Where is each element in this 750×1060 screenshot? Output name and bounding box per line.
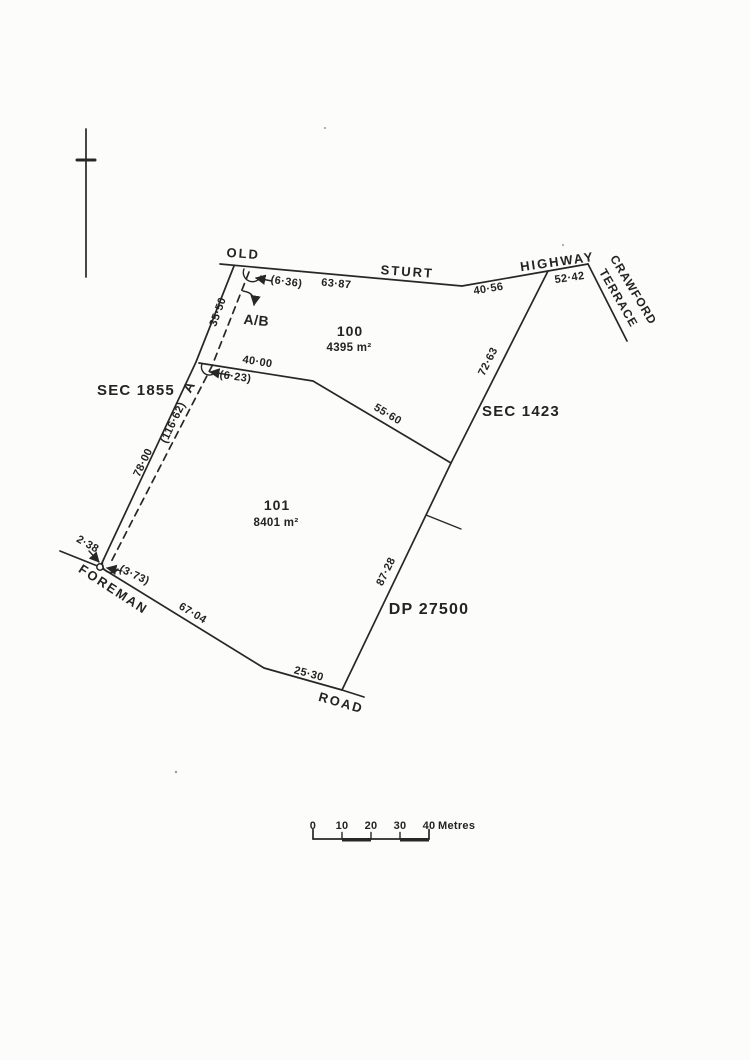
west-boundary-dashed-line <box>109 271 250 565</box>
crawford-terrace-line <box>587 263 628 342</box>
east-boundary-line <box>341 270 549 691</box>
dim-offset-6-36: (6·36) <box>270 274 303 290</box>
scale-unit-label: Metres <box>438 820 475 832</box>
scale-bar: 0 10 20 30 40 Metres <box>310 820 475 842</box>
scan-speck <box>174 770 178 774</box>
west-boundary-solid-line <box>99 265 235 568</box>
east-side-tick-line <box>425 514 462 530</box>
annotation-arcs-arrows <box>88 268 273 576</box>
offset-arrow-6-23 <box>208 368 231 379</box>
scan-speck <box>562 244 564 246</box>
dim-offset-3-73: (3·73) <box>117 563 151 587</box>
scale-label-30: 30 <box>394 820 407 832</box>
point-label-ab: A/B <box>243 311 270 329</box>
margin-registration-mark <box>75 128 97 278</box>
dim-offset-6-23: (6·23) <box>219 369 252 385</box>
boundary-lines <box>59 263 628 698</box>
scale-label-10: 10 <box>336 820 349 832</box>
section-label-1855: SEC 1855 <box>97 382 175 399</box>
dim-40-56: 40·56 <box>473 281 505 298</box>
dim-2-38: 2·38 <box>74 533 100 555</box>
dim-40-00: 40·00 <box>242 354 274 371</box>
section-label-1423: SEC 1423 <box>482 403 560 420</box>
street-label-highway: HIGHWAY <box>519 249 595 274</box>
lot-101-area: 8401 m² <box>254 517 299 529</box>
scale-label-40: 40 <box>423 820 436 832</box>
dp-number-label: DP 27500 <box>389 601 469 618</box>
offset-arrow-6-36 <box>254 274 273 285</box>
dim-35-50: 35·50 <box>207 296 229 328</box>
street-labels: OLD STURT HIGHWAY CRAWFORD TERRACE FOREM… <box>76 245 660 716</box>
street-label-road: ROAD <box>317 689 366 716</box>
dim-87-28: 87·28 <box>374 556 398 588</box>
curved-arrow-ab <box>242 290 261 307</box>
scan-noise <box>174 127 564 774</box>
scan-speck <box>324 127 326 129</box>
foreman-road-line <box>59 550 365 698</box>
highway-frontage-line <box>219 263 589 287</box>
scale-bar-fill-10-20 <box>342 838 371 842</box>
dimension-labels: 63·87 40·56 52·42 (6·36) 35·50 40·00 (6·… <box>74 270 585 684</box>
dimension-arrow-2-38 <box>88 550 100 563</box>
scale-label-20: 20 <box>365 820 378 832</box>
corner-arc-bottom <box>101 558 119 574</box>
dim-63-87: 63·87 <box>321 277 352 292</box>
dim-67-04: 67·04 <box>177 601 209 627</box>
dim-52-42: 52·42 <box>554 270 586 286</box>
dim-78-00: 78·00 <box>131 447 155 479</box>
lot-100-number: 100 <box>337 323 363 339</box>
parcel-labels: A/B A SEC 1855 SEC 1423 100 4395 m² 101 … <box>97 311 560 618</box>
lot-100-area: 4395 m² <box>327 342 372 354</box>
dim-55-60: 55·60 <box>372 402 404 428</box>
street-label-sturt: STURT <box>380 262 434 281</box>
corner-arc-top <box>242 268 262 283</box>
scale-label-0: 0 <box>310 820 316 832</box>
street-label-old: OLD <box>226 245 260 262</box>
scale-bar-fill-30-40 <box>400 838 429 842</box>
offset-arrow-3-73 <box>105 564 123 576</box>
internal-lot-boundary-line <box>198 362 452 464</box>
lot-101-number: 101 <box>264 497 290 513</box>
dim-116-62: (116·62) <box>158 400 188 445</box>
